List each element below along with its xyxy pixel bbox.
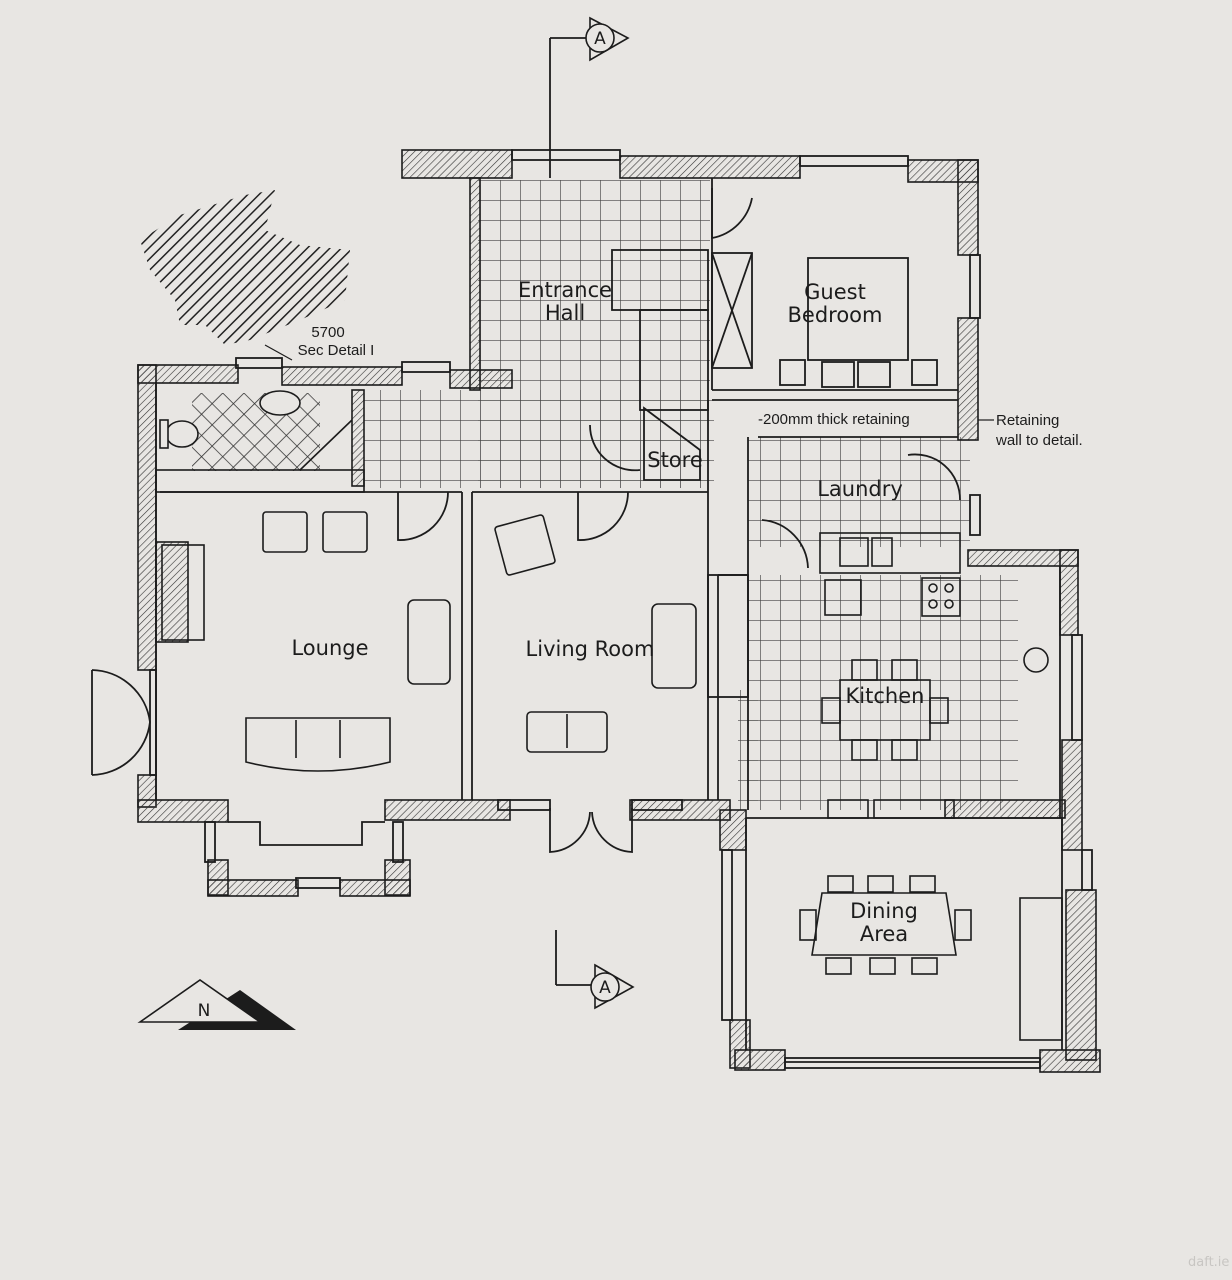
section-letter-bottom: A: [599, 978, 611, 998]
guest-bedroom-label-2: Bedroom: [788, 303, 883, 327]
section-letter-top: A: [594, 29, 606, 49]
living-room-label: Living Room: [526, 637, 655, 661]
walls: [137, 149, 1101, 1073]
laundry-label: Laundry: [817, 477, 903, 501]
sec-detail-value: 5700: [311, 324, 344, 341]
entrance-hall-label-1: Entrance: [518, 278, 612, 302]
north-label: N: [198, 1001, 211, 1021]
dining-area-label-1: Dining: [850, 899, 918, 923]
annotations: 5700 Sec Detail I -200mm thick retaining…: [264, 324, 1083, 449]
partition-lines: [91, 37, 1093, 1069]
store-label: Store: [647, 448, 703, 472]
room-labels: Entrance Hall Guest Bedroom Store Laundr…: [291, 278, 924, 946]
watermark: daft.ie: [1188, 1255, 1229, 1270]
kitchen-label: Kitchen: [846, 684, 925, 708]
parquet-swatch: [140, 190, 350, 345]
entrance-hall-label-2: Hall: [545, 301, 585, 325]
furniture: [161, 511, 1063, 1041]
retaining-wall-note-1: Retaining: [996, 412, 1059, 429]
section-marker-top: A: [585, 16, 630, 62]
dining-area-label-2: Area: [860, 922, 908, 946]
north-arrow: N: [137, 979, 296, 1030]
sec-detail-label: Sec Detail I: [298, 342, 375, 359]
tiled-floors: [192, 180, 1018, 810]
lounge-label: Lounge: [291, 636, 368, 660]
bathroom-fixtures: [159, 390, 353, 471]
section-marker-bottom: A: [590, 963, 635, 1010]
guest-bedroom-label-1: Guest: [804, 280, 866, 304]
retaining-thickness-note: -200mm thick retaining: [758, 411, 910, 428]
retaining-wall-note-2: wall to detail.: [995, 432, 1083, 449]
